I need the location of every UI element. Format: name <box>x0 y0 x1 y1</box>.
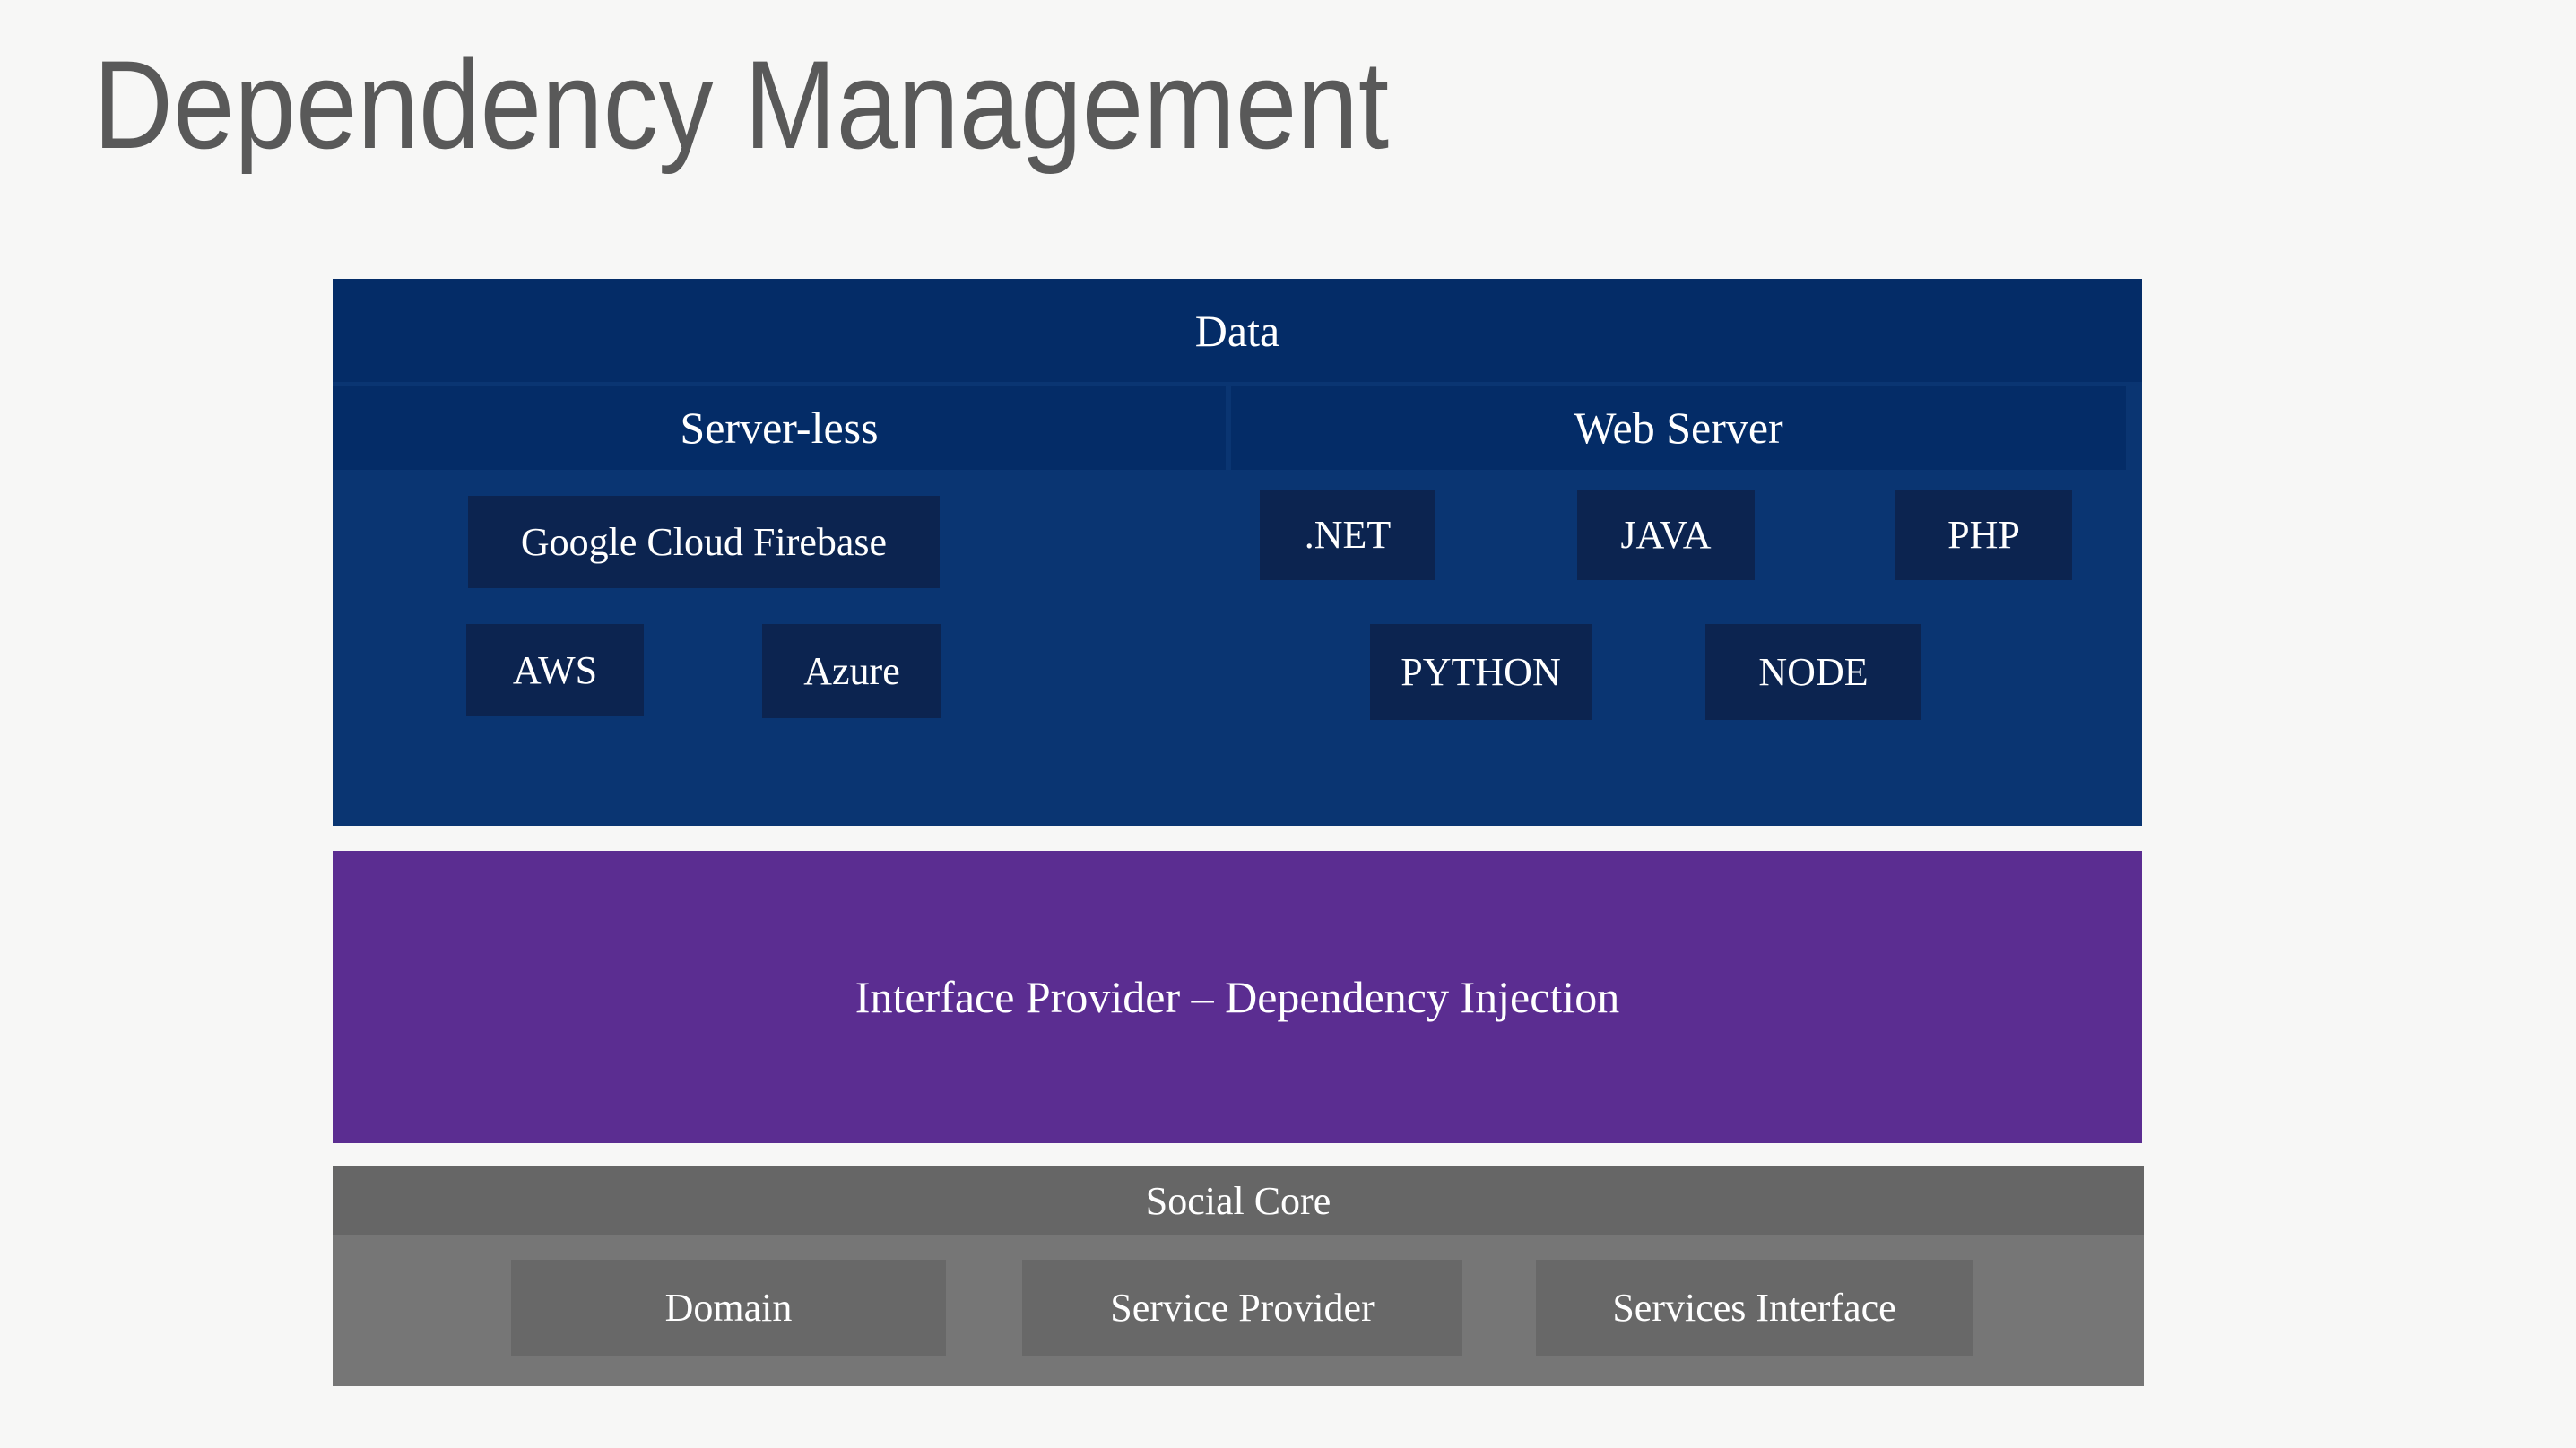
social-layer: Social Core Domain Service Provider Serv… <box>333 1166 2144 1386</box>
box-domain: Domain <box>511 1260 946 1356</box>
box-google-cloud-firebase: Google Cloud Firebase <box>468 496 940 588</box>
box-node: NODE <box>1705 624 1921 720</box>
data-layer-header: Data <box>333 279 2142 382</box>
social-layer-header: Social Core <box>333 1166 2144 1235</box>
box-dotnet: .NET <box>1260 490 1435 580</box>
injection-layer: Interface Provider – Dependency Injectio… <box>333 851 2142 1143</box>
box-python: PYTHON <box>1370 624 1592 720</box>
box-azure: Azure <box>762 624 941 718</box>
section-header-serverless: Server-less <box>333 386 1226 470</box>
box-service-provider: Service Provider <box>1022 1260 1462 1356</box>
box-aws: AWS <box>466 624 644 716</box>
box-services-interface: Services Interface <box>1536 1260 1973 1356</box>
box-php: PHP <box>1895 490 2072 580</box>
section-header-webserver: Web Server <box>1231 386 2126 470</box>
data-layer: Data Server-less Web Server Google Cloud… <box>333 279 2142 826</box>
box-java: JAVA <box>1577 490 1755 580</box>
page-title: Dependency Management <box>93 34 1390 175</box>
